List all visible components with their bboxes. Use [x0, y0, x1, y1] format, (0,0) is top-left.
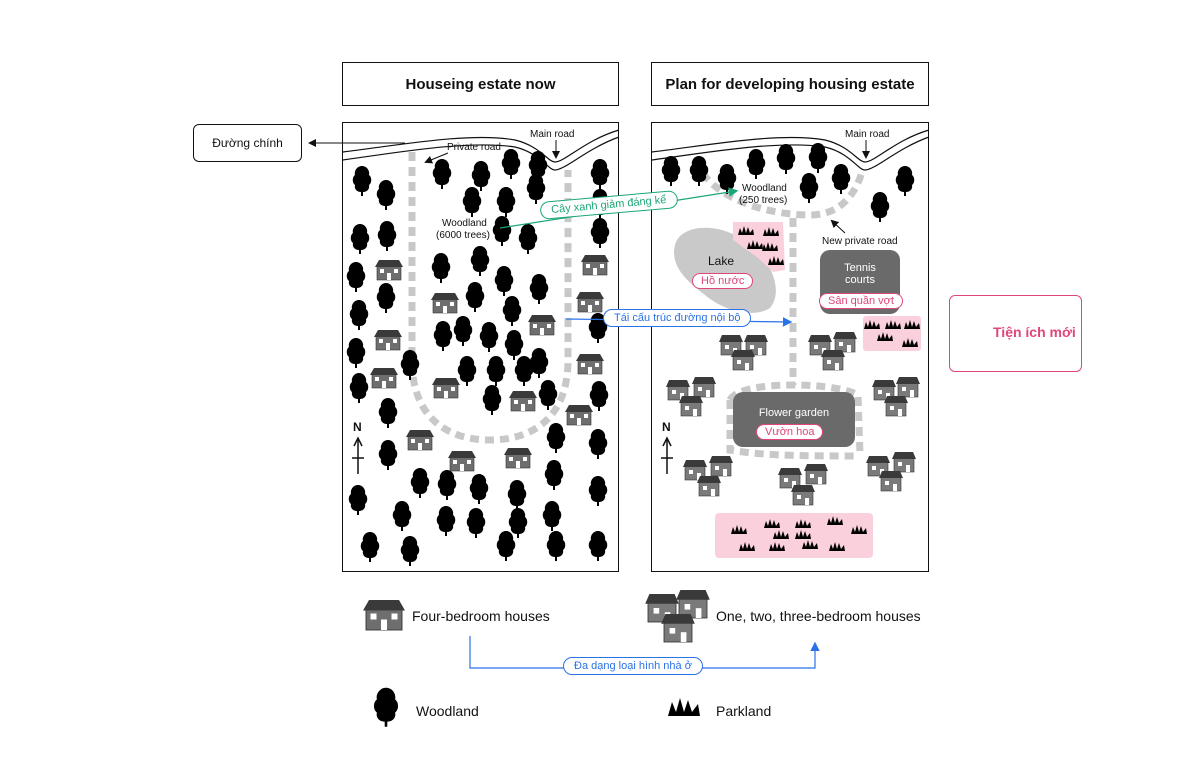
left-private-road-label: Private road: [447, 142, 501, 153]
legend-small-houses-icon: [644, 589, 711, 643]
left-private-road-arrow: [424, 152, 449, 164]
new-private-road-label: New private road: [822, 236, 898, 247]
left-woodland-label-1: Woodland: [442, 218, 487, 229]
legend-four-bedroom-icon: [362, 599, 406, 631]
left-map-title: Houseing estate now: [342, 62, 619, 106]
left-woodland-label-2: (6000 trees): [436, 230, 490, 241]
lake-vi-label: Hồ nước: [692, 273, 754, 289]
legend-woodland-icon: [373, 687, 399, 727]
left-main-road-label: Main road: [530, 129, 575, 140]
legend-parkland-icon: [668, 698, 700, 716]
legend-small-houses-label: One, two, three-bedroom houses: [716, 608, 921, 624]
right-map-title: Plan for developing housing estate: [651, 62, 929, 106]
right-new-road-arrow: [830, 219, 846, 234]
tien-ich-legend-box: [949, 295, 1082, 372]
tennis-vi-label: Sân quần vợt: [819, 293, 903, 309]
right-north-label: N: [662, 420, 671, 434]
right-main-road-label: Main road: [845, 129, 890, 140]
da-dang-label: Đa dạng loại hình nhà ở: [563, 657, 703, 675]
tennis-label-2: courts: [845, 274, 875, 286]
left-private-road: [408, 152, 572, 444]
tai-cau-truc-label: Tái cấu trúc đường nội bộ: [603, 309, 752, 327]
lake-label: Lake: [708, 254, 735, 268]
duong-chinh-box: Đường chính: [193, 124, 302, 162]
right-new-private-road: [692, 158, 866, 460]
legend-woodland-label: Woodland: [416, 703, 479, 719]
legend-four-bedroom-label: Four-bedroom houses: [412, 608, 550, 624]
right-woodland-label-2: (250 trees): [739, 195, 788, 206]
left-north-arrow-icon: [352, 436, 364, 474]
right-woodland-label-1: Woodland: [742, 183, 787, 194]
flower-garden-label: Flower garden: [758, 407, 830, 419]
flower-vi-label: Vườn hoa: [756, 424, 824, 440]
tennis-label-1: Tennis: [844, 262, 876, 274]
tien-ich-label: Tiện ích mới: [993, 324, 1076, 340]
right-north-arrow-icon: [661, 436, 673, 474]
left-main-road: [342, 129, 620, 171]
right-main-road: [651, 129, 930, 171]
left-north-label: N: [353, 420, 362, 434]
legend-parkland-label: Parkland: [716, 703, 772, 719]
